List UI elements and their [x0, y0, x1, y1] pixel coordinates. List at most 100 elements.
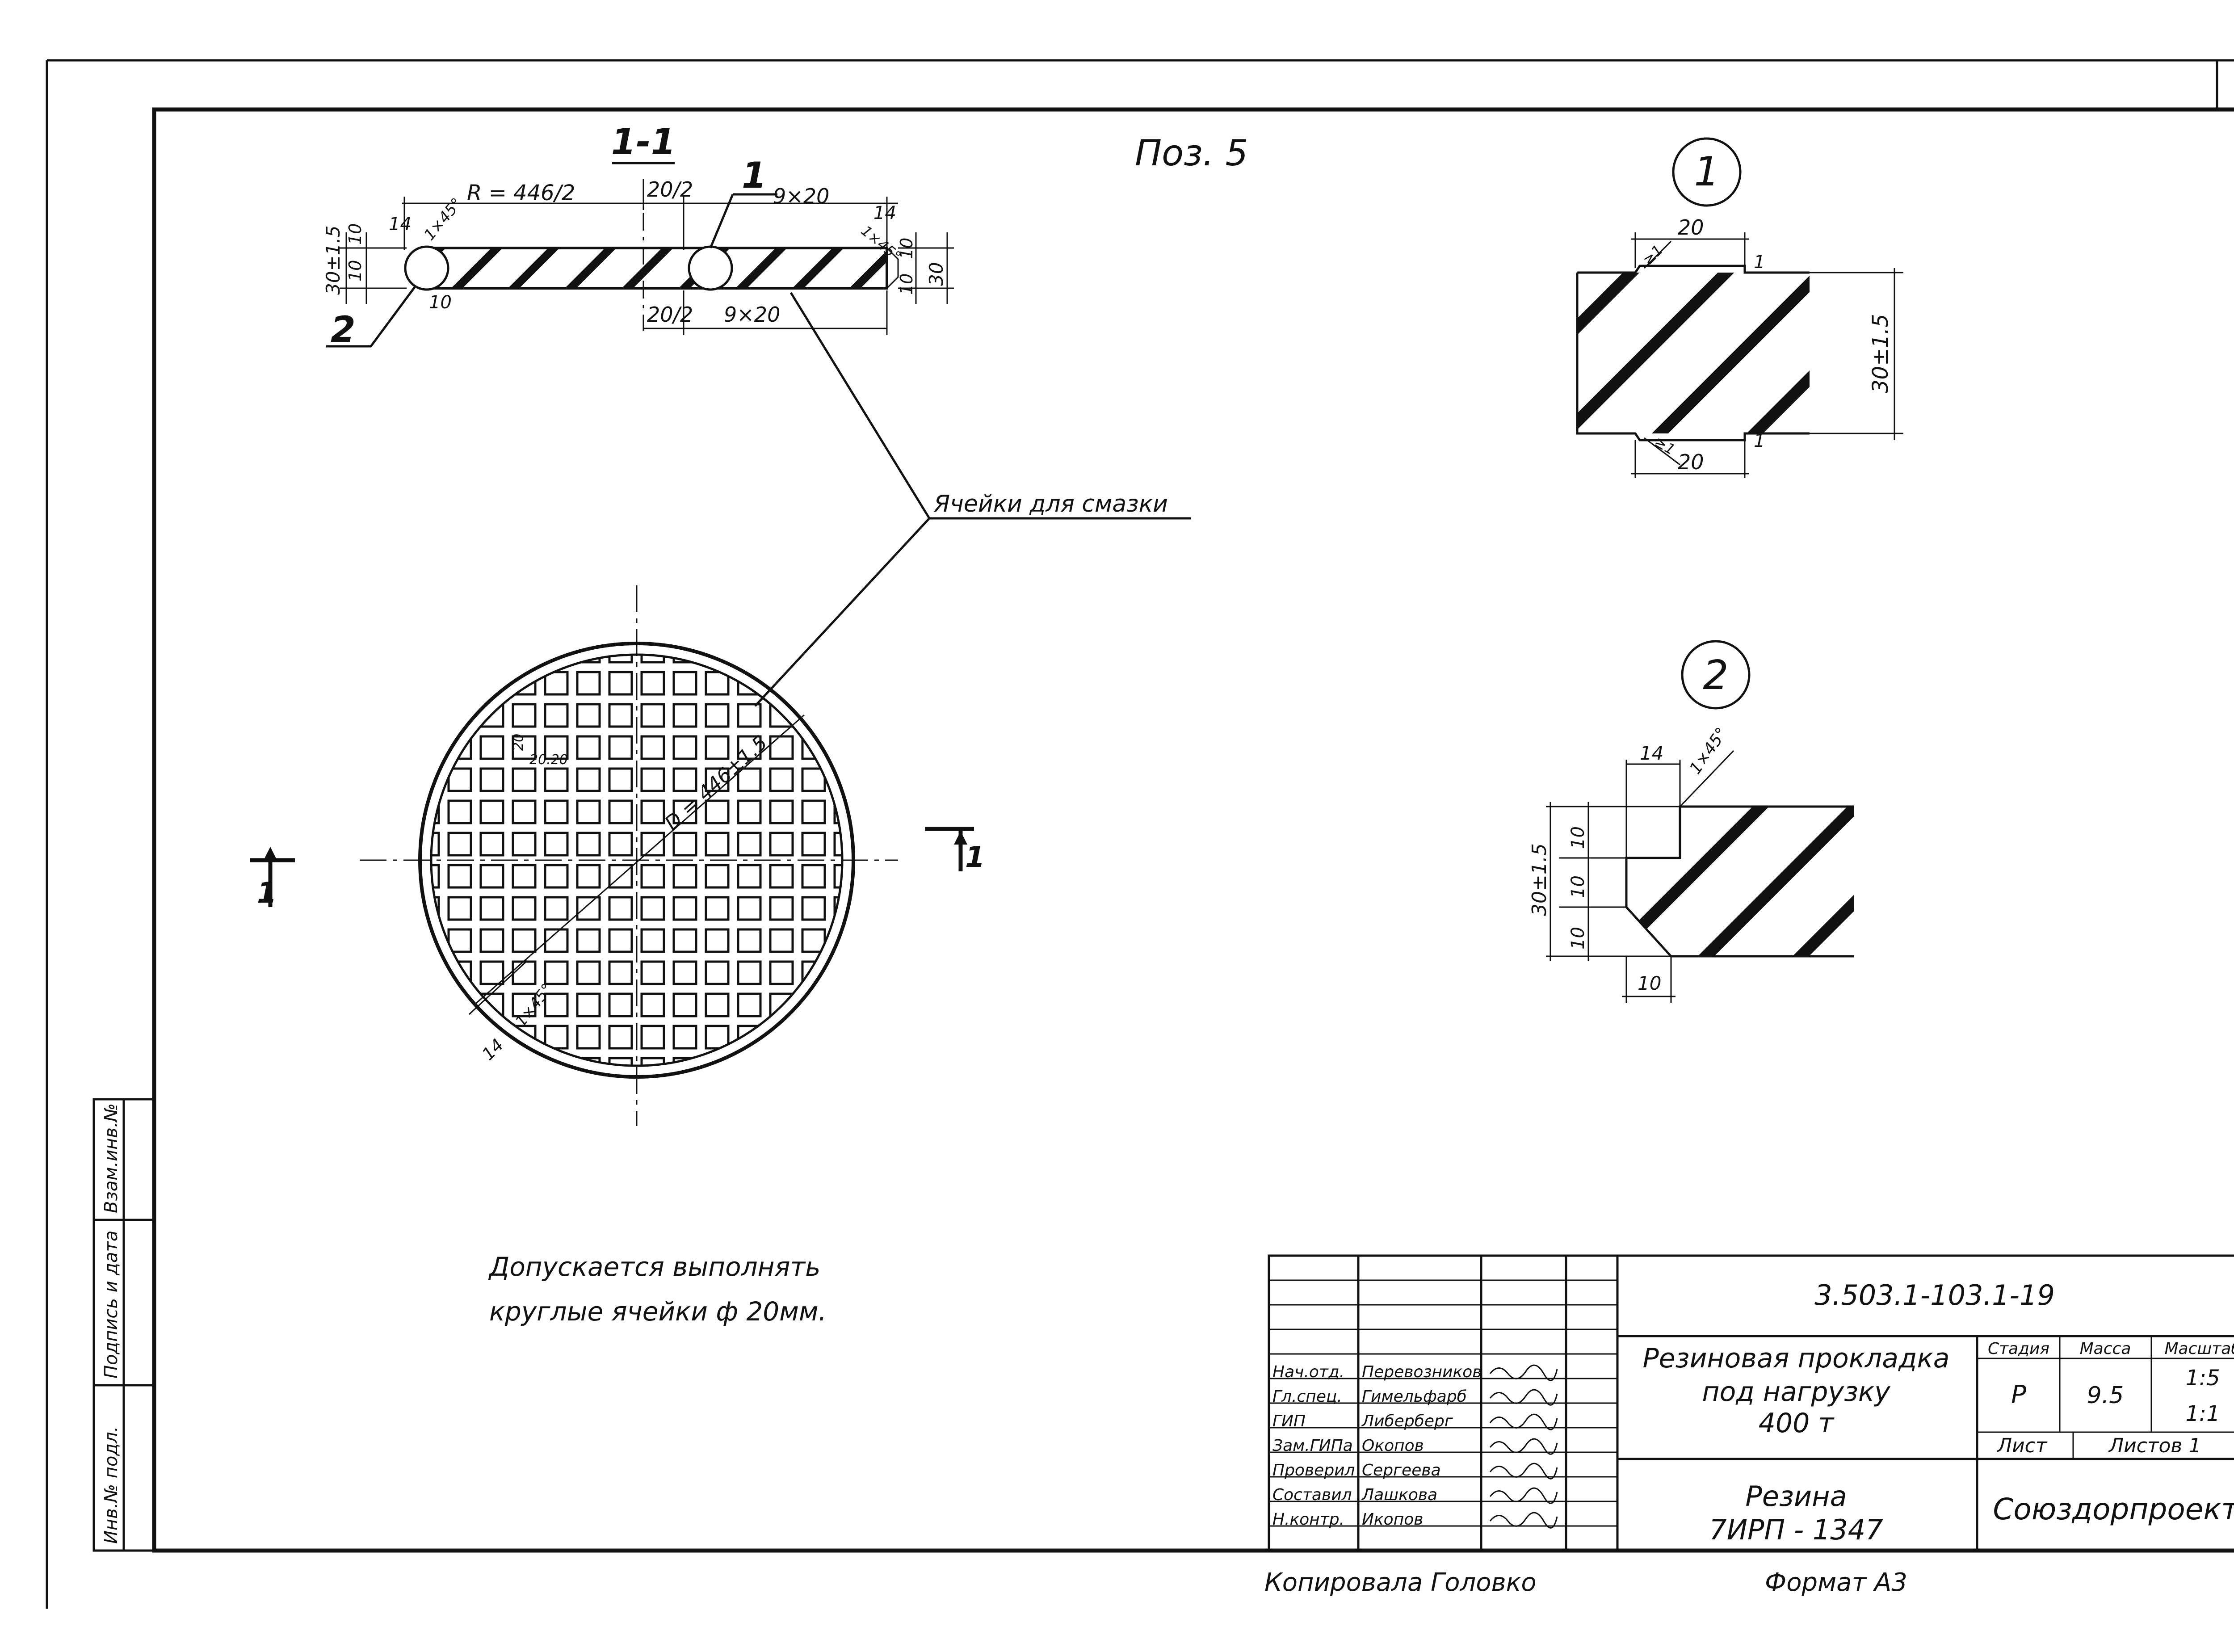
title-line-2: под нагрузку	[1702, 1376, 1891, 1408]
lubrication-cell	[512, 1057, 537, 1066]
lubrication-cell	[640, 655, 665, 664]
dim-cells-top: 9×20	[773, 184, 829, 208]
role-label: Составил	[1272, 1486, 1352, 1504]
lubrication-cell	[833, 960, 842, 985]
lubrication-cell	[769, 896, 794, 921]
lubrication-cell	[431, 655, 440, 664]
lubrication-cell	[640, 832, 665, 857]
sheets-label: Листов 1	[2108, 1434, 2201, 1457]
lubrication-cell	[640, 928, 665, 953]
dim-cells-bottom: 9×20	[724, 303, 780, 327]
lubrication-cell	[431, 992, 440, 1017]
lubrication-cell	[447, 896, 472, 921]
organization: Союздорпроект	[1993, 1492, 2234, 1526]
lubrication-cell	[705, 992, 730, 1017]
detail-1-dim-height: 30±1.5	[1868, 314, 1893, 393]
side-stamp-replace-inv: Взам.инв.№	[101, 1103, 122, 1213]
lubrication-cell	[705, 864, 730, 889]
detail-1-dim-bottom: 20	[1678, 450, 1704, 474]
role-label: Гл.спец.	[1272, 1387, 1342, 1406]
lubrication-cell	[512, 832, 537, 857]
lubrication-cell	[608, 799, 633, 824]
cut-mark-left: 1	[257, 877, 277, 910]
lubrication-cell	[705, 960, 730, 985]
lubrication-cell	[833, 1057, 842, 1066]
dim-cell-pitch: 20.20	[529, 752, 568, 768]
section-view	[326, 179, 954, 348]
lubrication-cell	[801, 864, 826, 889]
material-line-1: Резина	[1745, 1480, 1847, 1513]
lubrication-cell	[544, 960, 569, 985]
lubrication-cell	[769, 832, 794, 857]
cut-mark-right: 1	[965, 841, 985, 874]
lubrication-cell	[576, 832, 601, 857]
lubrication-cell	[512, 992, 537, 1017]
scale-header: Масштаб	[2164, 1340, 2234, 1358]
side-stamp: Взам.инв.№ Подпись и дата Инв.№ подл.	[92, 1098, 155, 1552]
lubrication-cell	[512, 864, 537, 889]
lubrication-cell	[608, 1025, 633, 1050]
lubrication-cell	[431, 703, 440, 728]
dim-10-left-a: 10	[345, 223, 365, 245]
dim-half-center-top: 20/2	[647, 177, 693, 202]
detail-1-dim-depth-top: 1	[1754, 252, 1765, 273]
signature-mark	[1489, 1438, 1558, 1455]
lubrication-cell	[431, 832, 440, 857]
signature-mark	[1489, 1413, 1558, 1430]
dim-10-right-b: 10	[897, 273, 916, 295]
lubrication-cell	[447, 832, 472, 857]
role-name: Окопов	[1362, 1437, 1424, 1455]
detail-1-dim-depth-bottom: 1	[1754, 431, 1765, 451]
dim-edge-14: 14	[478, 1035, 507, 1064]
dim-thickness-right: 30	[925, 262, 947, 286]
role-name: Икопов	[1362, 1510, 1423, 1529]
lubrication-cell	[640, 992, 665, 1017]
lubrication-cell	[640, 896, 665, 921]
lubrication-cell	[512, 735, 537, 760]
doc-code: 3.503.1-103.1-19	[1814, 1279, 2055, 1312]
lubrication-cell	[801, 799, 826, 824]
lubrication-cell	[479, 928, 504, 953]
detail-2-dim-height: 30±1.5	[1528, 843, 1551, 916]
lubrication-cell	[512, 928, 537, 953]
lubrication-cell	[608, 703, 633, 728]
signature-mark	[1489, 1463, 1558, 1480]
lubrication-cell	[833, 864, 842, 889]
lubrication-cell	[544, 896, 569, 921]
lubrication-cell	[672, 864, 697, 889]
lubrication-cell	[833, 896, 842, 921]
lubrication-cell	[640, 767, 665, 792]
detail-1-dim-top: 20	[1678, 215, 1704, 240]
lubrication-cell	[737, 992, 762, 1017]
scale-value-2: 1:1	[2185, 1401, 2220, 1426]
detail-2-dim-10-a: 10	[1568, 826, 1588, 849]
note-line-2: круглые ячейки ф 20мм.	[489, 1296, 827, 1327]
lubrication-cell	[479, 655, 504, 664]
detail-2-dim-chamfer: 1×45°	[1686, 724, 1731, 778]
lubrication-cell	[737, 960, 762, 985]
lubrication-cell	[447, 1057, 472, 1066]
lubrication-cell	[479, 832, 504, 857]
lubrication-cell	[576, 655, 601, 664]
lubrication-cell	[737, 703, 762, 728]
lubrication-cell	[512, 896, 537, 921]
detail-2-label: 2	[1703, 652, 1728, 699]
signature-mark	[1489, 1389, 1558, 1406]
role-label: ГИП	[1272, 1412, 1306, 1430]
lubrication-cell	[576, 703, 601, 728]
lubrication-cell	[431, 799, 440, 824]
lubrication-cell	[769, 735, 794, 760]
detail-2-dim-10-c: 10	[1568, 927, 1588, 950]
lubrication-cell	[801, 767, 826, 792]
lubrication-cell	[705, 799, 730, 824]
dim-edge-chamfer: 1×45°	[512, 980, 556, 1030]
lubrication-cell	[431, 896, 440, 921]
lubrication-cell	[672, 1025, 697, 1050]
lubrication-cell	[705, 703, 730, 728]
lubrication-cell	[833, 1025, 842, 1050]
lubrication-cell	[705, 671, 730, 696]
lubrication-cell	[833, 735, 842, 760]
lubrication-cell	[447, 655, 472, 664]
role-label: Зам.ГИПа	[1272, 1437, 1353, 1455]
lubrication-cell	[512, 655, 537, 664]
